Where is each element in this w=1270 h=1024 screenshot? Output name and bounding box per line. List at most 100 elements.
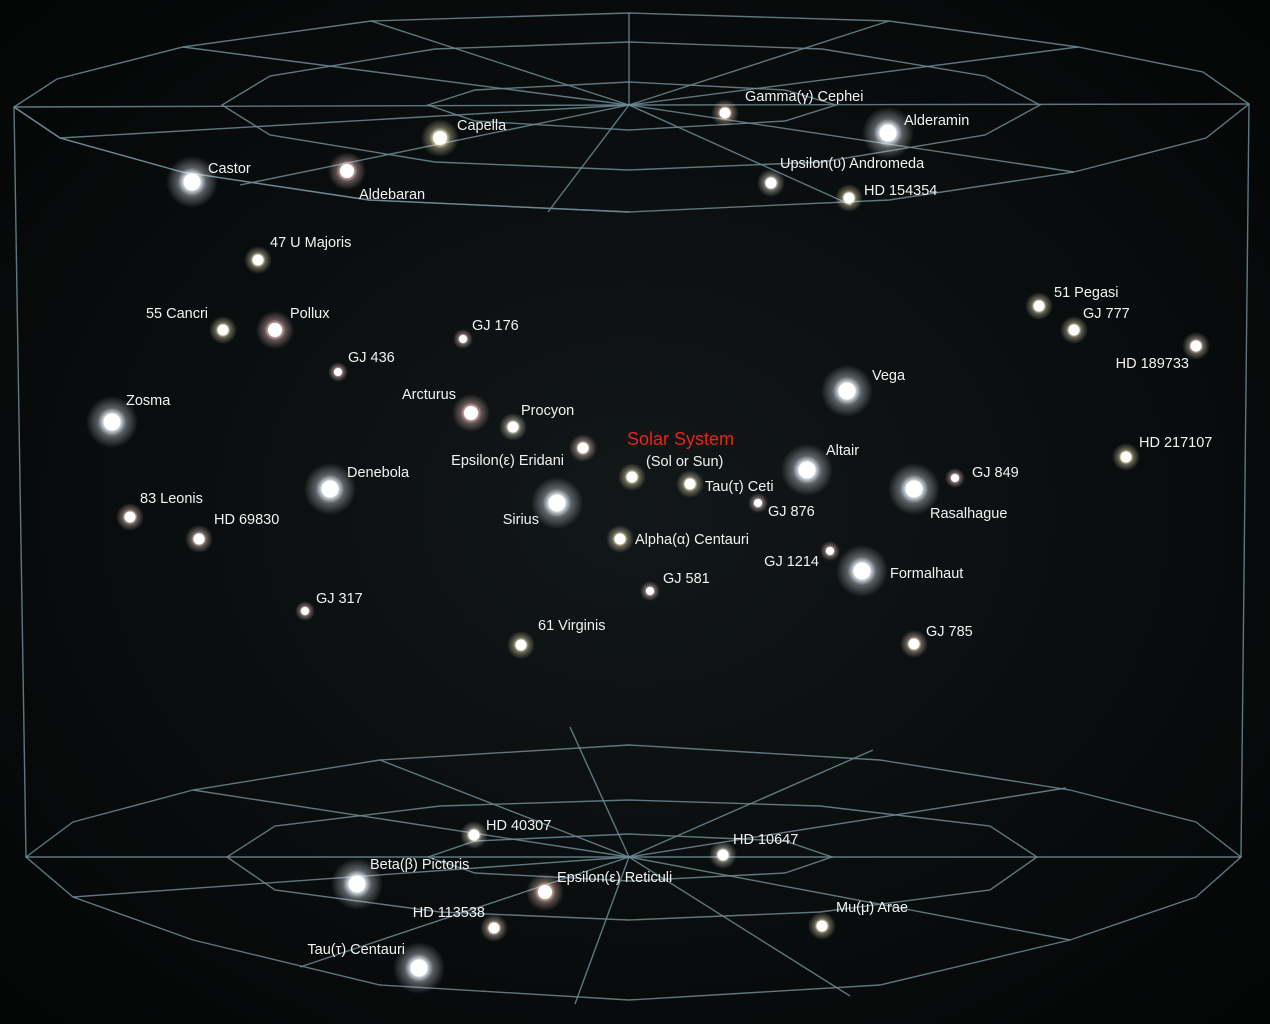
star-label-procyon: Procyon (521, 403, 574, 419)
star-55-cancri (209, 316, 237, 344)
star-capella (421, 119, 459, 157)
star-label-tau-ceti: Tau(τ) Ceti (705, 479, 774, 495)
star-label-epsilon-eridani: Epsilon(ε) Eridani (451, 453, 564, 469)
star-hd-113538 (480, 914, 508, 942)
star-label-mu-arae: Mu(μ) Arae (836, 900, 908, 916)
star-core (754, 499, 762, 507)
star-core (816, 920, 828, 932)
star-core (1190, 340, 1202, 352)
star-label-rasalhague: Rasalhague (930, 506, 1007, 522)
star-label-47-u-majoris: 47 U Majoris (270, 235, 351, 251)
star-core (515, 639, 527, 651)
star-core (843, 192, 855, 204)
star-label-gj-176: GJ 176 (472, 318, 519, 334)
star-label-gj-777: GJ 777 (1083, 306, 1130, 322)
star-gamma-cephei (711, 99, 739, 127)
star-alderamin (862, 107, 914, 159)
star-label-tau-centauri: Tau(τ) Centauri (307, 942, 405, 958)
star-label-83-leonis: 83 Leonis (140, 491, 203, 507)
star-gj-317 (295, 601, 315, 621)
star-core (340, 164, 354, 178)
star-core (908, 638, 920, 650)
star-tau-ceti (676, 470, 704, 498)
star-label-61-virginis: 61 Virginis (538, 618, 605, 634)
star-label-hd-10647: HD 10647 (733, 832, 798, 848)
star-core (765, 177, 777, 189)
star-label-gj-1214: GJ 1214 (764, 554, 819, 570)
star-epsilon-reticuli (526, 873, 564, 911)
star-mu-arae (808, 912, 836, 940)
star-label-55-cancri: 55 Cancri (146, 306, 208, 322)
star-label-gj-581: GJ 581 (663, 571, 710, 587)
star-label-gamma-cephei: Gamma(γ) Cephei (745, 89, 863, 105)
star-denebola (304, 463, 356, 515)
star-label-epsilon-reticuli: Epsilon(ε) Reticuli (557, 870, 672, 886)
star-core (951, 474, 959, 482)
star-label-gj-785: GJ 785 (926, 624, 973, 640)
star-vega (821, 365, 873, 417)
star-label-alderamin: Alderamin (904, 113, 969, 129)
star-label-castor: Castor (208, 161, 251, 177)
star-core (717, 849, 729, 861)
solar-system-subtitle: (Sol or Sun) (646, 454, 723, 470)
star-core (507, 421, 519, 433)
sun-marker (618, 463, 646, 491)
star-alpha-centauri (606, 525, 634, 553)
star-castor (166, 156, 218, 208)
star-label-gj-317: GJ 317 (316, 591, 363, 607)
star-core (321, 480, 339, 498)
star-hd-154354 (835, 184, 863, 212)
star-label-gj-436: GJ 436 (348, 350, 395, 366)
star-hd-10647 (709, 841, 737, 869)
star-label-formalhaut: Formalhaut (890, 566, 963, 582)
star-label-gj-849: GJ 849 (972, 465, 1019, 481)
star-arcturus (452, 394, 490, 432)
star-hd-189733 (1182, 332, 1210, 360)
star-core (217, 324, 229, 336)
bottom-disk-spokes (26, 726, 1241, 1005)
star-gj-777 (1060, 316, 1088, 344)
star-core (252, 254, 264, 266)
star-label-51-pegasi: 51 Pegasi (1054, 285, 1119, 301)
star-gj-581 (640, 581, 660, 601)
star-51-pegasi (1025, 292, 1053, 320)
star-label-hd-154354: HD 154354 (864, 183, 937, 199)
star-core (1033, 300, 1045, 312)
star-core (124, 511, 136, 523)
star-core (684, 478, 696, 490)
star-label-hd-40307: HD 40307 (486, 818, 551, 834)
stars-layer (86, 99, 1210, 994)
star-47-u-majoris (244, 246, 272, 274)
star-core (838, 382, 856, 400)
star-label-sirius: Sirius (503, 512, 539, 528)
star-core (719, 107, 731, 119)
star-core (488, 922, 500, 934)
star-core (1120, 451, 1132, 463)
star-label-alpha-centauri: Alpha(α) Centauri (635, 532, 749, 548)
star-label-gj-876: GJ 876 (768, 504, 815, 520)
star-core (1068, 324, 1080, 336)
star-hd-69830 (185, 525, 213, 553)
star-core (183, 173, 201, 191)
star-procyon (499, 413, 527, 441)
star-upsilon-andromeda (757, 169, 785, 197)
star-core (268, 323, 282, 337)
star-label-zosma: Zosma (126, 393, 171, 409)
star-hd-217107 (1112, 443, 1140, 471)
star-core (614, 533, 626, 545)
star-core (646, 587, 654, 595)
star-sirius (531, 477, 583, 529)
star-gj-849 (945, 468, 965, 488)
star-formalhaut (836, 545, 888, 597)
star-aldebaran (328, 152, 366, 190)
star-core (103, 413, 121, 431)
star-zosma (86, 396, 138, 448)
star-core (548, 494, 566, 512)
star-label-upsilon-andromeda: Upsilon(υ) Andromeda (780, 156, 925, 172)
star-core (301, 607, 309, 615)
cylinder-left-edge (13, 106, 27, 858)
star-core (798, 461, 816, 479)
star-core (348, 875, 366, 893)
star-core (826, 547, 834, 555)
